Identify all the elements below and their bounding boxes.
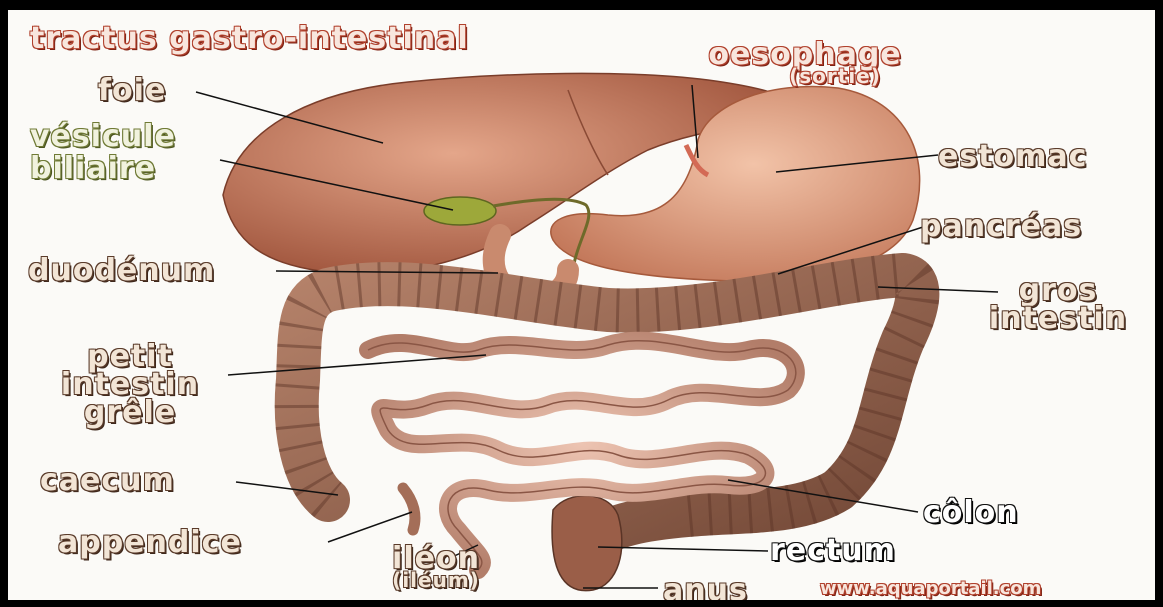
label-petit-line3: grêle <box>30 398 230 428</box>
website-watermark: www.aquaportail.com <box>820 580 1041 598</box>
label-gros-line2: intestin <box>968 304 1148 334</box>
label-colon: côlon <box>923 498 1019 528</box>
label-duodenum: duodénum <box>28 256 215 286</box>
label-foie: foie <box>98 76 166 106</box>
label-appendice: appendice <box>58 528 242 558</box>
gallbladder-shape <box>424 197 496 225</box>
label-vesicule-line1: vésicule <box>30 122 176 152</box>
label-petit-intestin: petit intestin grêle <box>30 342 230 428</box>
label-vesicule-line2: biliaire <box>30 154 176 184</box>
leader-rectum <box>598 547 768 551</box>
label-vesicule: vésicule biliaire <box>30 122 176 184</box>
label-caecum: caecum <box>40 466 175 496</box>
leader-petit <box>228 355 486 375</box>
label-oesophage: oesophage (sortie) <box>664 40 946 86</box>
appendix-shape <box>403 488 415 530</box>
rectum-shape <box>552 496 622 591</box>
label-gros-intestin: gros intestin <box>968 276 1148 334</box>
label-estomac: estomac <box>938 142 1087 172</box>
label-pancreas: pancréas <box>920 212 1082 242</box>
label-rectum: rectum <box>770 536 896 566</box>
diagram-title: tractus gastro-intestinal <box>30 24 469 54</box>
diagram-canvas: tractus gastro-intestinal oesophage (sor… <box>8 10 1155 600</box>
label-ileon: iléon (iléum) <box>366 544 506 590</box>
label-anus: anus <box>663 576 748 600</box>
label-ileon-sub: (iléum) <box>366 570 506 590</box>
